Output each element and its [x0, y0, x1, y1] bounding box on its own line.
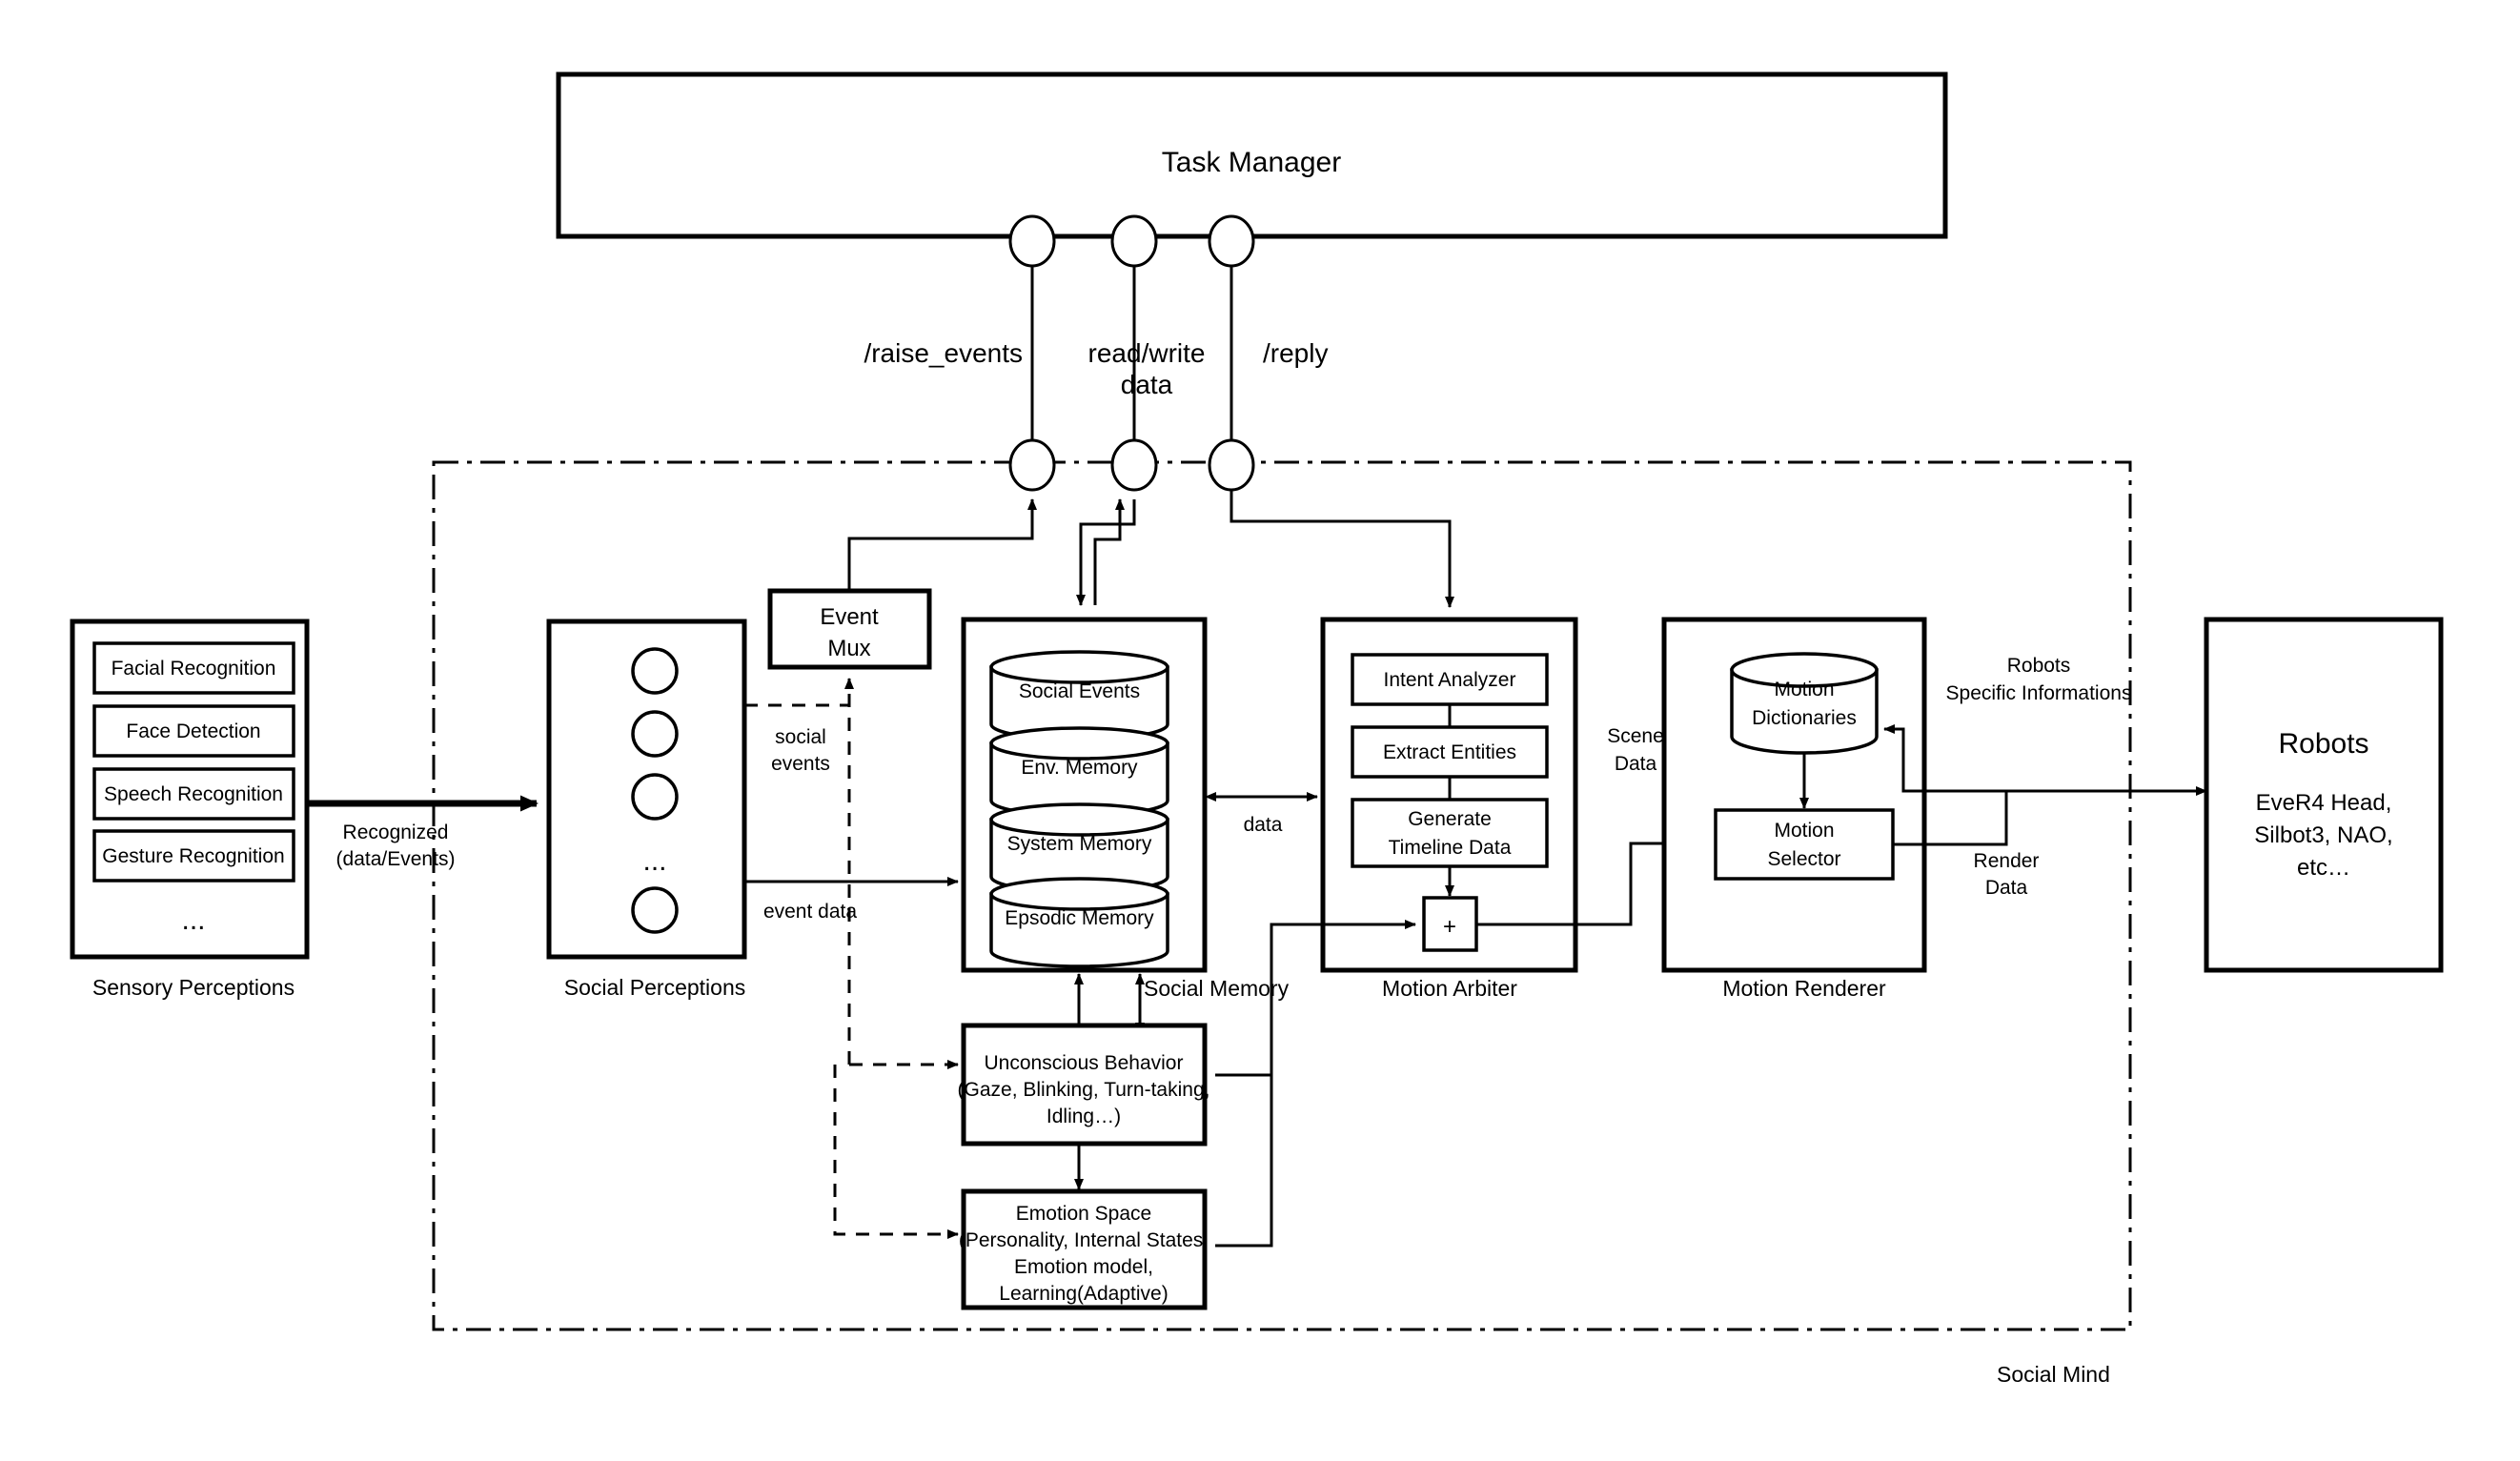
motion-arbiter-sum-symbol: + — [1443, 914, 1456, 940]
port-reply-bottom[interactable] — [1208, 438, 1255, 492]
task-manager-title: Task Manager — [1162, 147, 1341, 178]
robots-title: Robots — [2278, 728, 2368, 760]
motion-arbiter-step-label-2b: Timeline Data — [1389, 837, 1512, 859]
edge-label-robots-info-1: Robots — [2007, 655, 2071, 677]
event-mux-label-2: Mux — [827, 636, 870, 661]
sensory-ellipsis: ... — [181, 904, 205, 936]
port-label-raise-events: /raise_events — [864, 338, 1023, 368]
social-perceptions-caption: Social Perceptions — [564, 975, 746, 1000]
port-label-readwrite-1: read/write — [1088, 338, 1206, 368]
motion-arbiter-sum-box — [1422, 896, 1478, 952]
edge-label-recognized-2: (data/Events) — [336, 848, 456, 870]
social-perceptions-ellipsis: ... — [642, 845, 666, 877]
port-readwrite-bottom[interactable] — [1110, 438, 1158, 492]
unconscious-behavior-label-3: Idling…) — [1047, 1106, 1121, 1127]
edge-social-memory-to-readwrite — [1093, 498, 1125, 605]
motion-arbiter-step-label-0: Intent Analyzer — [1384, 669, 1516, 691]
edge-label-scene-data-2: Data — [1615, 753, 1657, 775]
motion-dictionaries-label-1: Motion — [1774, 679, 1834, 700]
social-mind-boundary — [432, 460, 2132, 1331]
emotion-space-label-1: Emotion Space — [1016, 1203, 1151, 1225]
motion-selector-label-1: Motion — [1774, 820, 1834, 842]
social-memory-store-label-0: Social Events — [1019, 680, 1140, 702]
motion-renderer-caption: Motion Renderer — [1722, 976, 1886, 1001]
sensory-item-box-1[interactable] — [92, 704, 295, 758]
motion-arbiter-step-box-1[interactable] — [1351, 725, 1549, 779]
event-mux-box — [767, 588, 932, 670]
social-mind-label: Social Mind — [1997, 1362, 2110, 1387]
robots-line-1: EveR4 Head, — [2256, 790, 2392, 816]
social-memory-store-0: Social Events — [989, 650, 1169, 741]
motion-dictionaries-cylinder: Motion Dictionaries — [1730, 652, 1879, 755]
edge-reply-to-motion-arbiter — [1230, 490, 1454, 608]
social-perception-node-2 — [631, 773, 679, 821]
emotion-space-label-4: Learning(Adaptive) — [999, 1283, 1168, 1305]
social-perception-node-1 — [631, 710, 679, 758]
social-memory-store-3: Epsodic Memory — [989, 877, 1169, 968]
port-label-readwrite-2: data — [1121, 370, 1173, 399]
event-mux-label-1: Event — [820, 604, 879, 630]
robots-line-3: etc… — [2297, 855, 2350, 881]
emotion-space-box — [961, 1188, 1208, 1310]
sensory-item-label-2: Speech Recognition — [104, 783, 283, 805]
sensory-item-box-2[interactable] — [92, 767, 295, 821]
social-memory-store-label-3: Epsodic Memory — [1005, 907, 1154, 929]
motion-arbiter-step-box-2[interactable] — [1351, 798, 1549, 868]
social-perception-node-0 — [631, 647, 679, 695]
edge-readwrite-to-social-memory — [1076, 499, 1136, 606]
edge-label-recognized-1: Recognized — [343, 822, 449, 843]
robots-line-2: Silbot3, NAO, — [2254, 822, 2392, 848]
edge-render-data — [1893, 786, 2207, 846]
edge-label-render-data-1: Render — [1974, 850, 2040, 872]
sensory-item-label-1: Face Detection — [126, 720, 260, 742]
edge-unconscious-to-sum — [1215, 920, 1416, 1077]
edge-emotion-to-sum — [1215, 1075, 1273, 1248]
motion-arbiter-step-box-0[interactable] — [1351, 653, 1549, 706]
edge-label-social-events-1: social — [775, 726, 826, 748]
social-memory-store-1: Env. Memory — [989, 726, 1169, 818]
port-readwrite-top[interactable] — [1110, 214, 1158, 268]
edge-label-robots-info-2: Specific Informations — [1946, 682, 2132, 704]
sensory-item-label-0: Facial Recognition — [112, 658, 276, 680]
robots-box — [2204, 617, 2444, 973]
motion-arbiter-step-label-1: Extract Entities — [1383, 741, 1516, 763]
social-memory-store-2: System Memory — [989, 802, 1169, 894]
social-memory-store-label-2: System Memory — [1007, 833, 1152, 855]
motion-selector-box[interactable] — [1714, 808, 1895, 881]
edge-label-render-data-2: Data — [1985, 877, 2028, 899]
motion-arbiter-caption: Motion Arbiter — [1382, 976, 1517, 1001]
edge-emotion-to-bus — [833, 1065, 959, 1239]
unconscious-behavior-label-1: Unconscious Behavior — [985, 1052, 1184, 1074]
sensory-perceptions-caption: Sensory Perceptions — [92, 975, 295, 1000]
social-memory-store-label-1: Env. Memory — [1021, 757, 1138, 779]
edge-eventmux-to-raise-events — [847, 498, 1037, 591]
motion-selector-label-2: Selector — [1767, 848, 1840, 870]
sensory-item-label-3: Gesture Recognition — [102, 845, 284, 867]
emotion-space-label-2: (Personality, Internal States, — [959, 1229, 1209, 1251]
sensory-item-box-3[interactable] — [92, 829, 295, 883]
motion-dictionaries-label-2: Dictionaries — [1752, 707, 1857, 729]
social-memory-caption: Social Memory — [1144, 976, 1290, 1001]
edge-label-scene-data-1: Scene — [1607, 725, 1664, 747]
port-reply-top[interactable] — [1208, 214, 1255, 268]
port-label-reply: /reply — [1263, 338, 1328, 368]
unconscious-behavior-box — [961, 1023, 1208, 1146]
motion-arbiter-step-label-2a: Generate — [1408, 808, 1492, 830]
edge-label-data: data — [1244, 814, 1283, 836]
edge-label-social-events-2: events — [771, 753, 830, 775]
unconscious-behavior-label-2: (Gaze, Blinking, Turn-taking, — [958, 1079, 1210, 1101]
sensory-item-box-0[interactable] — [92, 641, 295, 695]
social-perception-node-3 — [631, 886, 679, 934]
emotion-space-label-3: Emotion model, — [1014, 1256, 1153, 1278]
edge-label-event-data: event data — [763, 901, 857, 923]
port-raise-events-top[interactable] — [1008, 214, 1056, 268]
edge-robots-specific-info — [1883, 724, 2206, 793]
port-raise-events-bottom[interactable] — [1008, 438, 1056, 492]
